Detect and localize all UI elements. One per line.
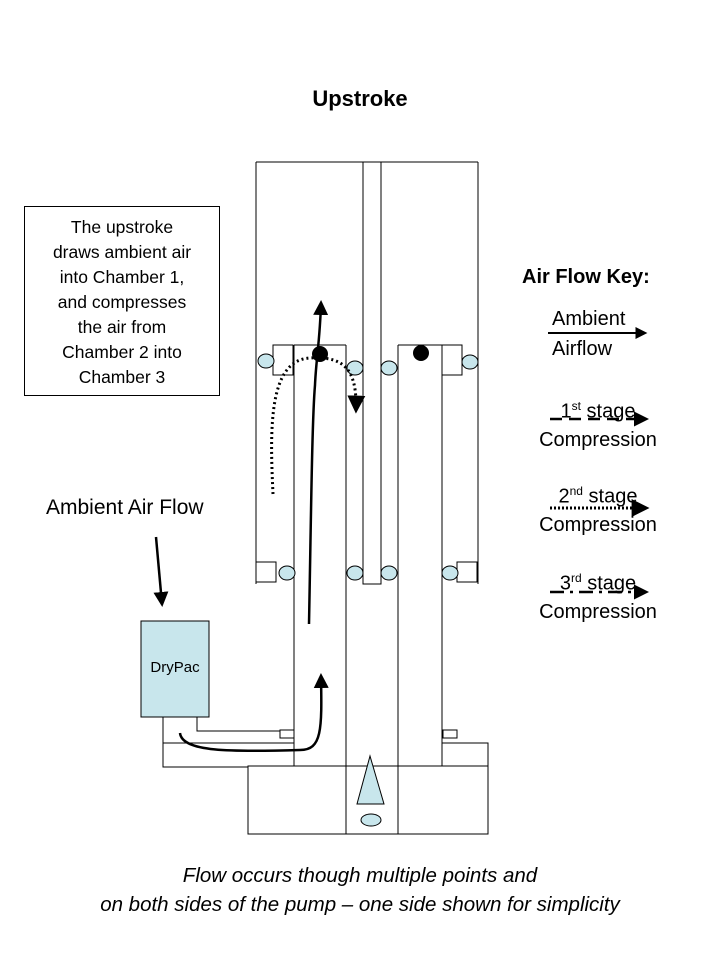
chamber1-flow-path bbox=[307, 300, 329, 625]
key-stage3-compression: Compression bbox=[539, 600, 657, 623]
key-stage1-suffix: st bbox=[571, 399, 581, 413]
base-cone bbox=[356, 754, 385, 805]
footer-line1: Flow occurs though multiple points and bbox=[182, 864, 538, 887]
footer-line2: on both sides of the pump – one side sho… bbox=[100, 893, 620, 916]
key-stage2-label: 2nd stage Compression bbox=[518, 477, 678, 539]
drypac-pipe bbox=[196, 717, 280, 732]
ambient-flow-path bbox=[178, 673, 329, 753]
key-stage3-suffix: rd bbox=[570, 571, 582, 585]
key-stage3-ordinal: 3 bbox=[559, 572, 571, 595]
key-ambient-line1: Ambient bbox=[552, 308, 626, 330]
key-stage3-label: 3rd stage Compression bbox=[518, 564, 678, 626]
right-piston bbox=[397, 344, 463, 768]
drypac-box bbox=[140, 620, 210, 718]
left-piston bbox=[272, 344, 347, 768]
drypac-label: DryPac bbox=[150, 659, 200, 676]
pump-base bbox=[162, 742, 489, 835]
footer-note: Flow occurs though multiple points and o… bbox=[0, 861, 720, 919]
upper-seals bbox=[257, 353, 479, 376]
lower-seals bbox=[255, 561, 478, 583]
key-stage3-word: stage bbox=[587, 572, 637, 595]
key-stage1-ordinal: 1 bbox=[560, 400, 572, 423]
key-stage1-compression: Compression bbox=[539, 428, 657, 451]
key-stage2-compression: Compression bbox=[539, 513, 657, 536]
key-stage1-word: stage bbox=[586, 400, 636, 423]
ambient-inlet-arrow bbox=[153, 536, 169, 607]
ambient-air-flow-label: Ambient Air Flow bbox=[46, 496, 204, 519]
page-title: Upstroke bbox=[312, 86, 408, 111]
key-stage2-suffix: nd bbox=[569, 484, 583, 498]
key-ambient-label: Ambient Airflow bbox=[552, 304, 625, 364]
base-port bbox=[360, 813, 382, 827]
key-stage2-ordinal: 2 bbox=[558, 485, 570, 508]
check-valve-left bbox=[312, 346, 328, 362]
center-rod bbox=[362, 161, 382, 585]
key-stage1-label: 1st stage Compression bbox=[518, 392, 678, 454]
key-stage2-word: stage bbox=[588, 485, 638, 508]
port-blocks bbox=[279, 729, 458, 739]
check-valve-right bbox=[413, 345, 429, 361]
description-text: The upstroke draws ambient air into Cham… bbox=[52, 217, 192, 387]
description-box: The upstroke draws ambient air into Cham… bbox=[24, 206, 220, 396]
air-flow-key-title: Air Flow Key: bbox=[522, 266, 650, 288]
second-stage-flow-path bbox=[270, 356, 366, 495]
key-ambient-line2: Airflow bbox=[552, 338, 613, 360]
